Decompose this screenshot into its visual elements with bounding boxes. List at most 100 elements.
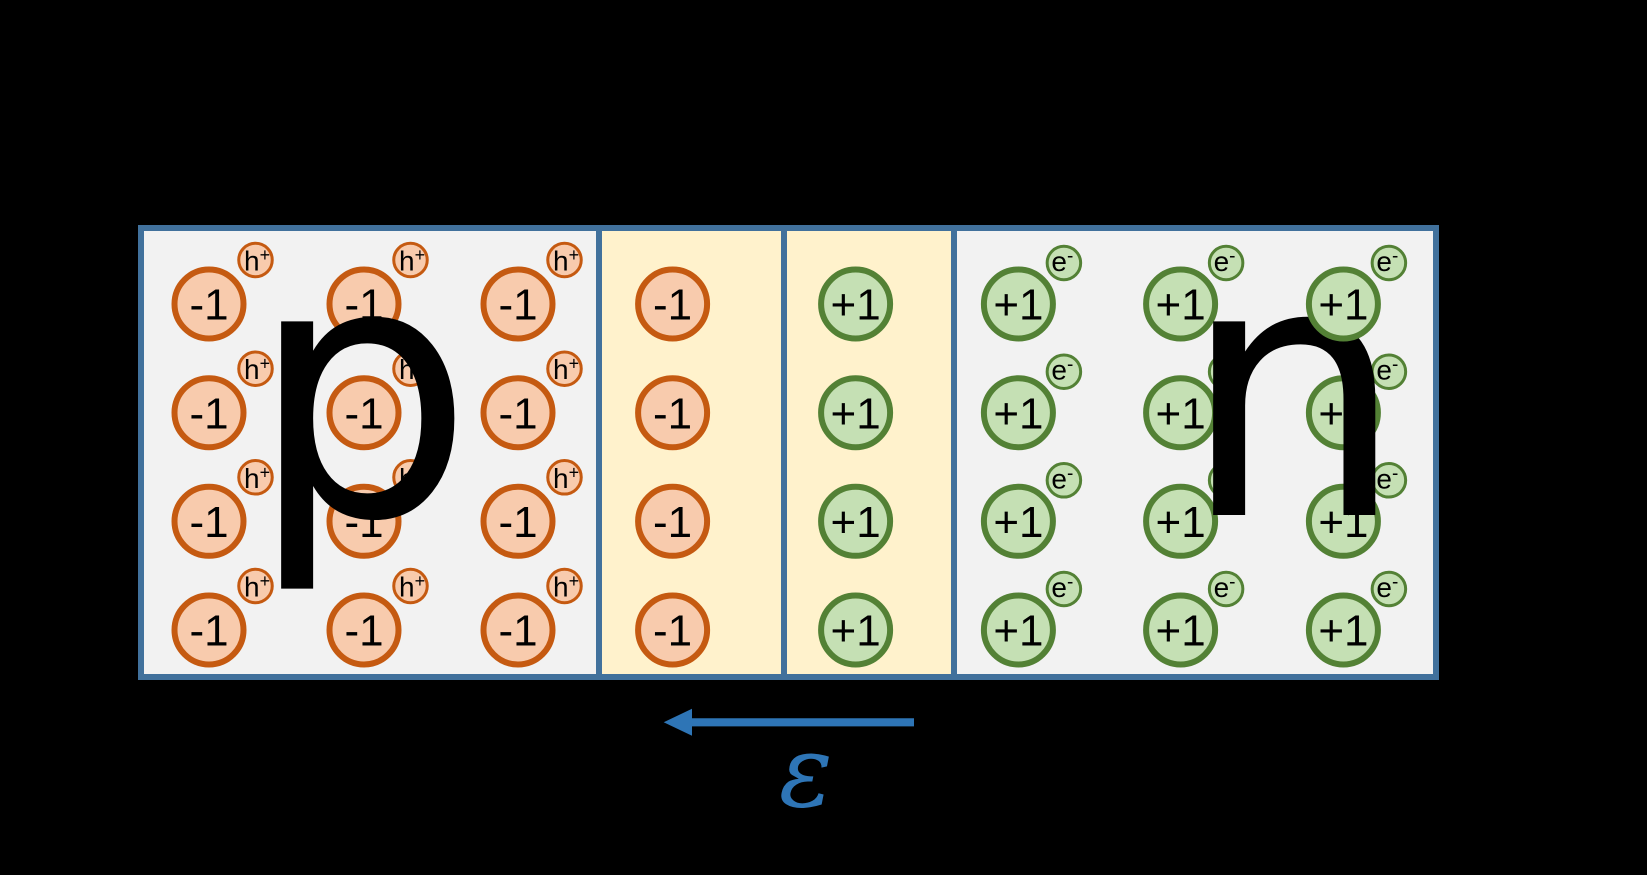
depletion-negative-ion-r1-charge-label: -1 [653, 281, 692, 330]
acceptor-ion-r2c3-charge-label: -1 [498, 389, 537, 438]
depletion-negative-ion-r4-charge-label: -1 [653, 607, 692, 656]
donor-ion-r2c1: +1 [984, 378, 1053, 447]
divider-junction-center [781, 231, 787, 674]
acceptor-ion-r2c3: -1 [484, 378, 553, 447]
electron-r3c1-label: e- [1051, 463, 1073, 494]
depletion-negative-ion-r1: -1 [638, 270, 707, 339]
donor-ion-r1c2: +1 [1146, 270, 1215, 339]
depletion-negative-ion-r2: -1 [638, 378, 707, 447]
electron-r1c3-label: e- [1376, 246, 1398, 277]
region-letters: p n [249, 187, 1405, 599]
donor-ion-r4c2: +1 [1146, 596, 1215, 665]
acceptor-ion-r1c1-charge-label: -1 [189, 281, 228, 330]
donor-ion-r4c1-charge-label: +1 [993, 607, 1043, 656]
field-annotation: ε [663, 708, 914, 830]
donor-ion-r4c3-charge-label: +1 [1318, 607, 1368, 656]
electron-r2c1: e- [1045, 353, 1083, 390]
hole-r2c3-label: h+ [553, 354, 579, 386]
electron-r3c2-label: e- [1214, 463, 1236, 494]
electron-r4c3-label: e- [1376, 572, 1398, 603]
electron-r3c2: e- [1207, 462, 1245, 499]
acceptor-ion-r4c1: -1 [175, 596, 244, 665]
donor-ion-r1c1-charge-label: +1 [993, 281, 1043, 330]
junction-box-border [138, 225, 1439, 680]
field-arrow [663, 708, 914, 736]
electron-r4c2-label: e- [1214, 572, 1236, 603]
hole-r1c2: h+ [392, 241, 429, 279]
hole-r2c2-label: h+ [399, 354, 425, 386]
electron-r3c3: e- [1370, 462, 1408, 499]
depletion-negative-ion-r3: -1 [638, 487, 707, 556]
acceptor-ion-r1c2-charge-label: -1 [344, 281, 383, 330]
hole-r4c1-label: h+ [244, 571, 270, 603]
hole-r3c2: h+ [392, 459, 429, 496]
depletion-positive-ion-r3-charge-label: +1 [831, 498, 881, 547]
n-region-letter: n [1181, 187, 1405, 599]
hole-r3c3-label: h+ [553, 462, 579, 494]
depletion-negative-ion-r2-charge-label: -1 [653, 389, 692, 438]
hole-r1c3-label: h+ [553, 245, 579, 277]
electron-r4c1: e- [1045, 570, 1083, 608]
electron-r2c2: e- [1207, 353, 1245, 390]
hole-r4c3-label: h+ [553, 571, 579, 603]
acceptor-ion-r3c2-charge-label: -1 [344, 498, 383, 547]
electron-r3c1: e- [1045, 462, 1083, 499]
depletion-positive-ion-r2: +1 [821, 378, 890, 447]
donor-ion-r1c1: +1 [984, 270, 1053, 339]
electron-r1c2: e- [1207, 244, 1245, 282]
donor-ion-r1c3: +1 [1309, 270, 1378, 339]
p-region-ions: -1h+-1h+-1h+-1h+-1h+-1h+-1h+-1h+-1h+-1h+… [175, 241, 583, 665]
hole-r3c3: h+ [546, 459, 583, 496]
electron-r2c2-label: e- [1214, 355, 1236, 386]
hole-r2c1-label: h+ [244, 354, 270, 386]
donor-ion-r1c2-charge-label: +1 [1156, 281, 1206, 330]
depletion-positive-ion-r1: +1 [821, 270, 890, 339]
acceptor-ion-r3c3-charge-label: -1 [498, 498, 537, 547]
donor-ion-r2c3: +1 [1309, 378, 1378, 447]
acceptor-ion-r2c2-charge-label: -1 [344, 389, 383, 438]
hole-r1c1-label: h+ [244, 245, 270, 277]
p-region-letter: p [249, 187, 474, 599]
donor-ion-r3c2-charge-label: +1 [1156, 498, 1206, 547]
depletion-positive-column: +1 +1 +1 +1 [821, 270, 890, 665]
acceptor-ion-r2c1-charge-label: -1 [189, 389, 228, 438]
electron-r1c1-label: e- [1051, 246, 1073, 277]
acceptor-ion-r4c3: -1 [484, 596, 553, 665]
electron-r4c3: e- [1370, 570, 1408, 608]
electron-r1c1: e- [1045, 244, 1083, 282]
field-label: ε [779, 713, 833, 830]
hole-r3c1-label: h+ [244, 462, 270, 494]
depletion-positive-ion-r4-charge-label: +1 [831, 607, 881, 656]
acceptor-ion-r4c3-charge-label: -1 [498, 607, 537, 656]
acceptor-ion-r3c1: -1 [175, 487, 244, 556]
acceptor-ion-r1c1: -1 [175, 270, 244, 339]
hole-r2c1: h+ [237, 350, 274, 387]
acceptor-ion-r4c2: -1 [330, 596, 399, 665]
electron-r4c2: e- [1207, 570, 1245, 608]
donor-ion-r2c1-charge-label: +1 [993, 389, 1043, 438]
donor-ion-r3c3: +1 [1309, 487, 1378, 556]
hole-r4c2: h+ [392, 567, 429, 605]
depletion-positive-ion-r1-charge-label: +1 [831, 281, 881, 330]
donor-ion-r2c2-charge-label: +1 [1156, 389, 1206, 438]
donor-ion-r4c2-charge-label: +1 [1156, 607, 1206, 656]
divider-p-depletion [596, 231, 602, 674]
depletion-negative-column: -1 -1 -1 -1 [638, 270, 707, 665]
acceptor-ion-r2c1: -1 [175, 378, 244, 447]
acceptor-ion-r3c2: -1 [330, 487, 399, 556]
depletion-positive-ion-r3: +1 [821, 487, 890, 556]
hole-r3c1: h+ [237, 459, 274, 496]
donor-ion-r3c3-charge-label: +1 [1318, 498, 1368, 547]
electron-r2c3-label: e- [1376, 355, 1398, 386]
hole-r4c1: h+ [237, 567, 274, 605]
hole-r1c2-label: h+ [399, 245, 425, 277]
donor-ion-r2c3-charge-label: +1 [1318, 389, 1368, 438]
hole-r2c3: h+ [546, 350, 583, 387]
acceptor-ion-r3c3: -1 [484, 487, 553, 556]
electron-r1c2-label: e- [1214, 246, 1236, 277]
hole-r3c2-label: h+ [399, 462, 425, 494]
hole-r4c3: h+ [546, 567, 583, 605]
depletion-positive-ion-r4: +1 [821, 596, 890, 665]
